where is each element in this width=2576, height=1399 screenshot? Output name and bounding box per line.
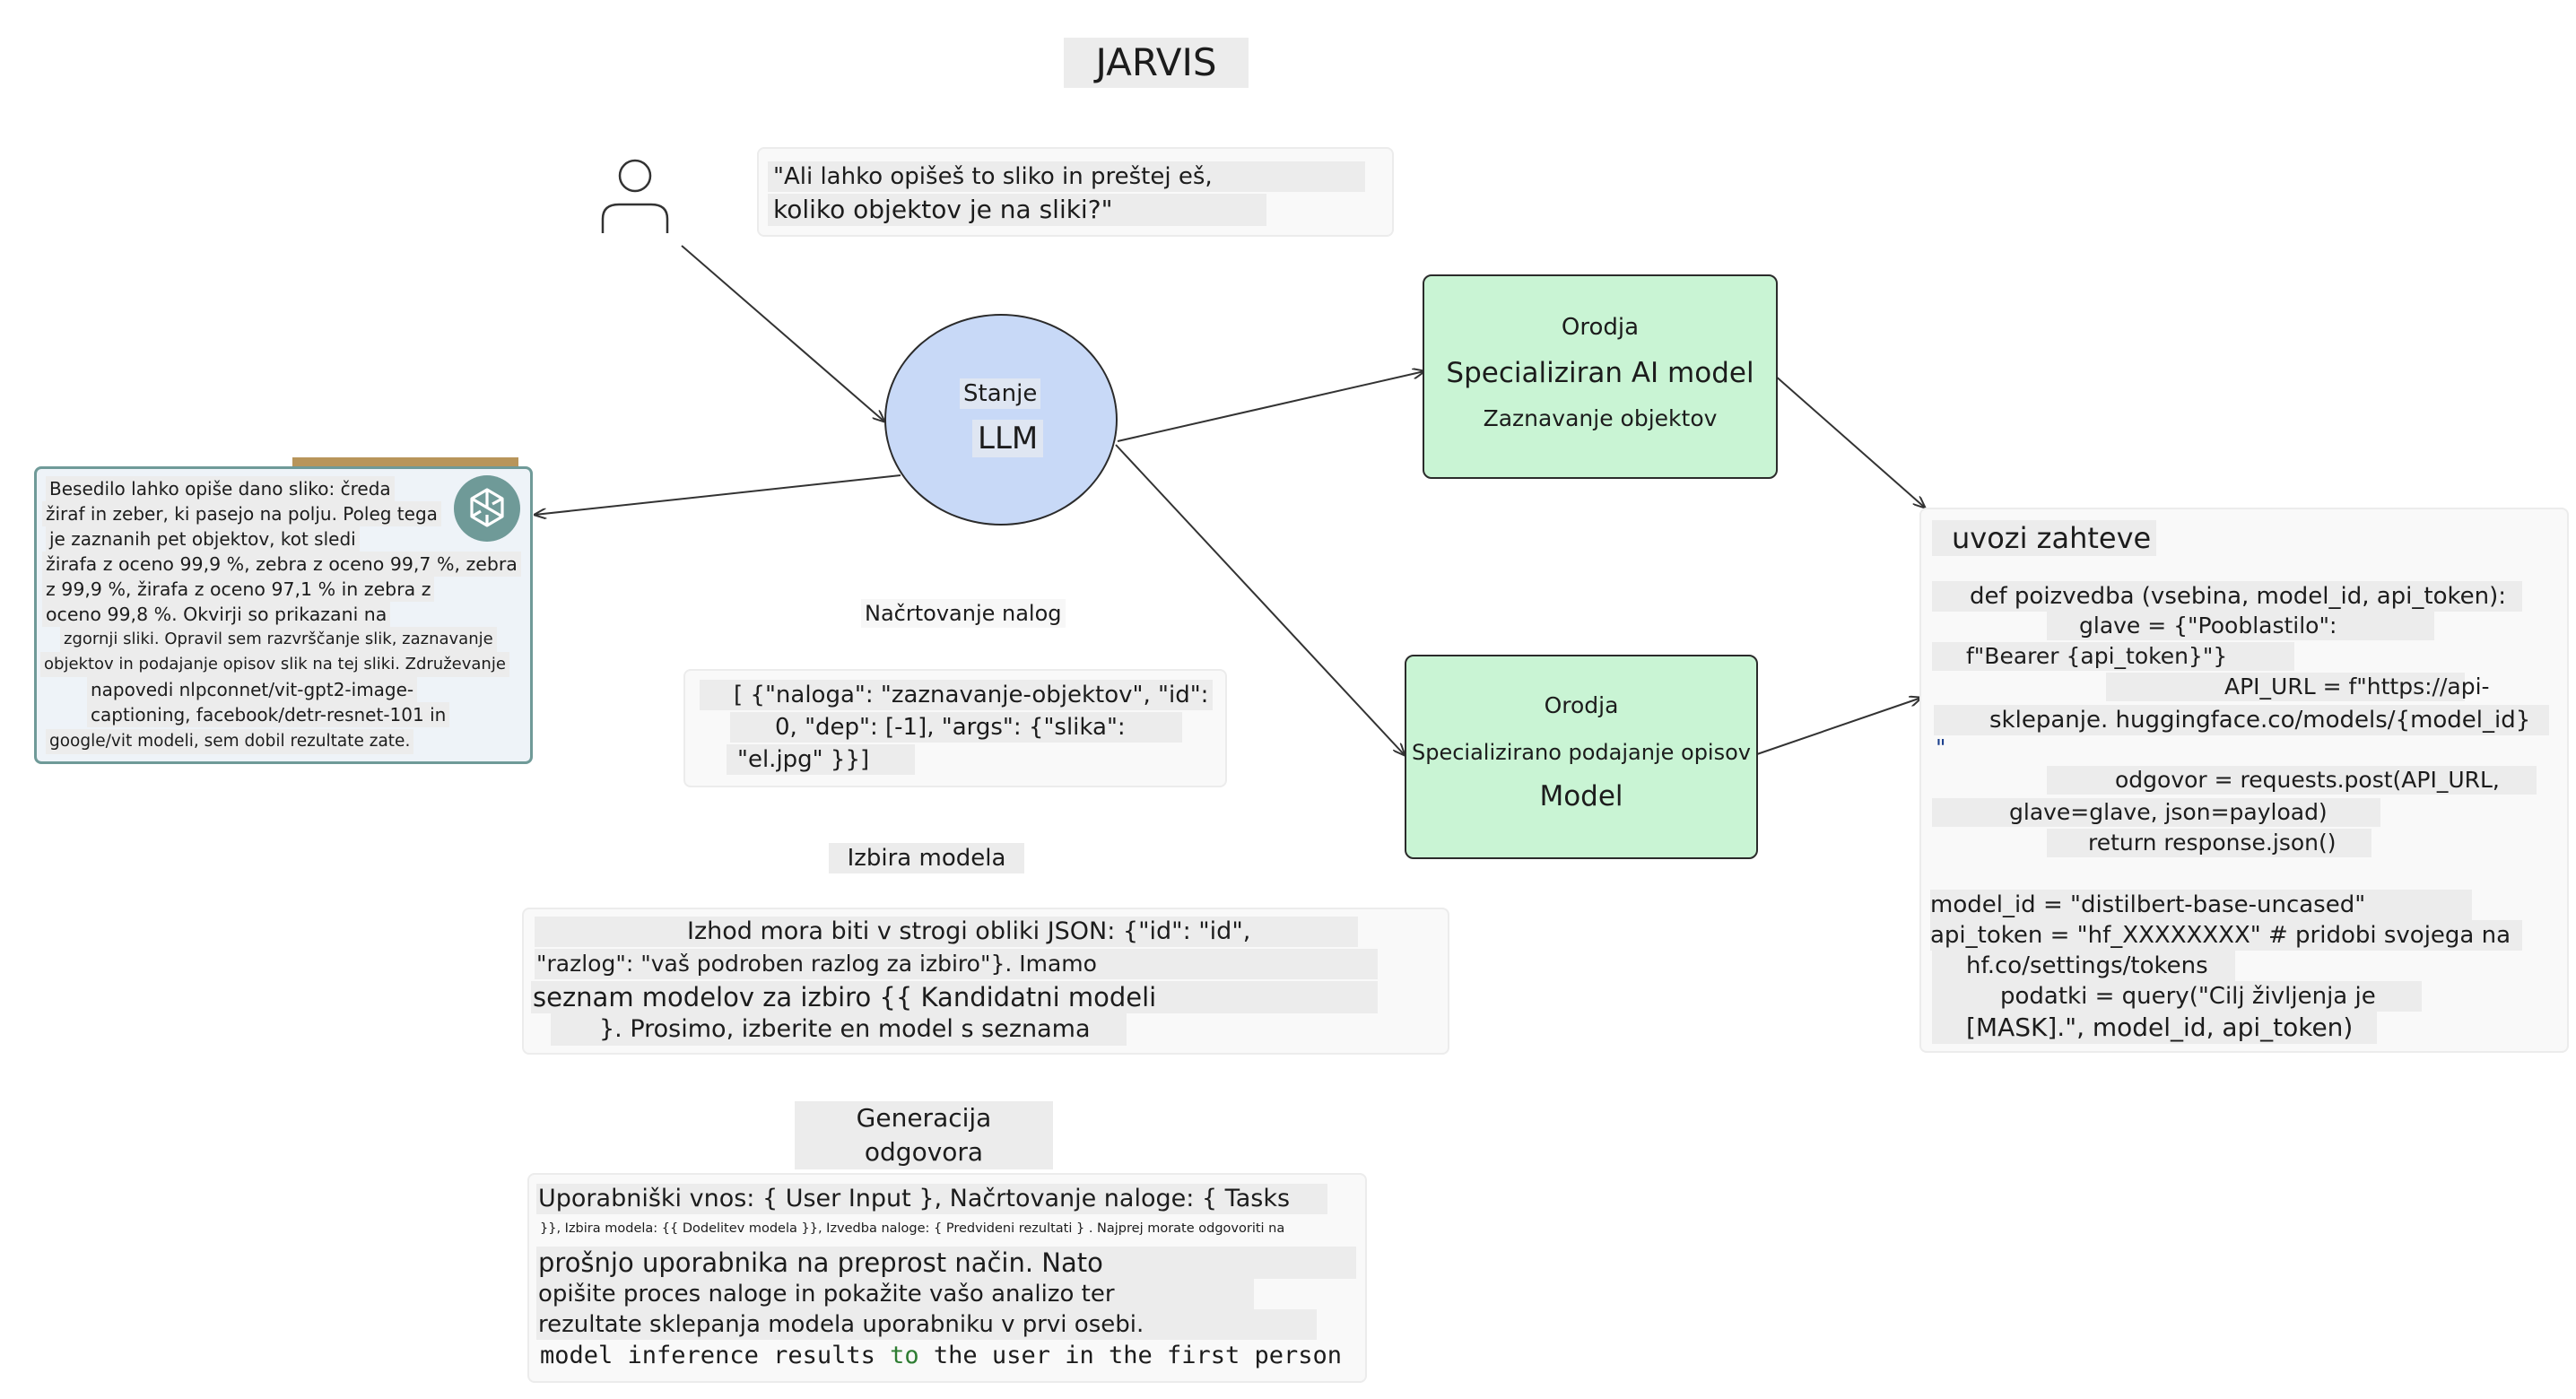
model-line-3: seznam modelov za izbiro {{ Kandidatni m… [531, 981, 1378, 1013]
response-generation-label: Generacija odgovora [795, 1101, 1053, 1169]
tool-image-captioning: Orodja Specializirano podajanje opisov M… [1405, 655, 1758, 859]
image-strip [292, 457, 518, 466]
llm-label-main: LLM [972, 420, 1044, 457]
response-line-8: objektov in podajanje opisov slik na tej… [40, 652, 509, 677]
task-planning-panel: [ {"naloga": "zaznavanje-objektov", "id"… [683, 669, 1227, 787]
user-query-panel: "Ali lahko opišeš to sliko in preštej eš… [757, 147, 1394, 237]
task-code-line-2: 0, "dep": [-1], "args": {"slika": [730, 712, 1182, 743]
code-line-9: return response.json() [2047, 829, 2371, 857]
resgen-line-1: Uporabniški vnos: { User Input }, Načrto… [536, 1184, 1327, 1214]
arrow-llm-to-tool-1 [1117, 371, 1424, 442]
openai-logo-icon [454, 475, 520, 542]
response-line-9: napovedi nlpconnet/vit-gpt2-image- [87, 677, 418, 702]
code-line-14: [MASK].", model_id, api_token) [1932, 1012, 2377, 1044]
response-line-5: z 99,9 %, žirafa z oceno 97,1 % in zebra… [42, 577, 435, 602]
code-line-2: glave = {"Pooblastilo": [2047, 612, 2434, 640]
resgen-line-3: prošnjo uporabnika na preprost način. Na… [536, 1247, 1356, 1279]
code-line-11: api_token = "hf_XXXXXXXX" # pridobi svoj… [1930, 920, 2522, 951]
diagram-title-box [1064, 38, 1249, 88]
resgen-mono-line: model inference results to the user in t… [540, 1340, 1342, 1372]
response-line-7: zgornji sliki. Opravil sem razvrščanje s… [60, 627, 497, 652]
tool-1-label-main: Specializiran AI model [1446, 357, 1754, 389]
resgen-line-2: }}, Izbira modela: {{ Dodelitev modela }… [540, 1221, 1285, 1236]
code-line-12: hf.co/settings/tokens [1932, 951, 2235, 981]
resgen-line-4: opišite proces naloge in pokažite vašo a… [536, 1279, 1254, 1309]
code-line-10: model_id = "distilbert-base-uncased" [1930, 890, 2472, 920]
user-query-line-1: "Ali lahko opišeš to sliko in preštej eš… [768, 161, 1365, 192]
code-line-7: odgovor = requests.post(API_URL, [2047, 766, 2537, 795]
resgen-mono-b: the user in the first person [918, 1342, 1343, 1369]
response-line-11: google/vit modeli, sem dobil rezultate z… [46, 729, 414, 754]
diagram-title: JARVIS [1095, 40, 1217, 84]
resgen-mono-keyword: to [890, 1342, 919, 1369]
tool-1-label-bottom: Zaznavanje objektov [1483, 405, 1718, 431]
arrow-tool-2-to-code [1754, 698, 1921, 756]
code-line-13: podatki = query("Cilj življenja je [1932, 981, 2422, 1012]
response-generation-panel: Uporabniški vnos: { User Input }, Načrto… [527, 1173, 1367, 1383]
model-selection-label: Izbira modela [829, 843, 1024, 873]
code-header: uvozi zahteve [1932, 520, 2156, 556]
arrow-llm-to-tool-2 [1115, 444, 1405, 755]
code-line-5: sklepanje. huggingface.co/models/{model_… [1934, 705, 2549, 735]
code-line-6: " [1936, 734, 1946, 760]
resgen-line-5: rezultate sklepanja modela uporabniku v … [536, 1309, 1317, 1340]
task-code-line-3: "el.jpg" }}] [727, 744, 915, 775]
tool-1-label-top: Orodja [1561, 314, 1640, 341]
task-code-line-1: [ {"naloga": "zaznavanje-objektov", "id"… [700, 680, 1213, 710]
response-line-4: žirafa z oceno 99,9 %, zebra z oceno 99,… [42, 552, 521, 577]
response-line-2: žiraf in zeber, ki pasejo na polju. Pole… [42, 501, 441, 526]
tool-object-detection: Orodja Specializiran AI model Zaznavanje… [1423, 274, 1778, 479]
response-line-3: je zaznanih pet objektov, kot sledi [46, 526, 360, 552]
model-line-2: "razlog": "vaš podroben razlog za izbiro… [535, 949, 1378, 979]
model-line-1: Izhod mora biti v strogi obliki JSON: {"… [535, 917, 1358, 947]
tool-2-label-top: Orodja [1544, 692, 1619, 718]
code-line-3: f"Bearer {api_token}"} [1932, 642, 2294, 671]
code-line-1: def poizvedba (vsebina, model_id, api_to… [1932, 581, 2522, 612]
arrow-llm-to-response [535, 474, 901, 515]
user-icon [601, 159, 669, 233]
model-selection-panel: Izhod mora biti v strogi obliki JSON: {"… [522, 908, 1449, 1055]
arrow-user-to-llm [681, 245, 884, 421]
response-line-1: Besedilo lahko opiše dano sliko: čreda [46, 476, 395, 501]
code-line-4: API_URL = f"https://api- [2106, 673, 2490, 701]
arrow-tool-1-to-code [1773, 374, 1925, 508]
user-query-line-2: koliko objektov je na sliki?" [768, 194, 1266, 226]
response-line-10: captioning, facebook/detr-resnet-101 in [87, 702, 450, 727]
llm-label-top: Stanje [960, 378, 1041, 409]
resgen-mono-a: model inference results [540, 1342, 891, 1369]
response-line-6: oceno 99,8 %. Okvirji so prikazani na [42, 602, 391, 627]
task-planning-label: Načrtovanje nalog [861, 599, 1066, 628]
code-line-8: glave=glave, json=payload) [1932, 798, 2380, 827]
tool-2-label-mid: Specializirano podajanje opisov [1412, 740, 1751, 765]
code-panel: uvozi zahteve def poizvedba (vsebina, mo… [1919, 508, 2569, 1053]
llm-node: Stanje LLM [884, 314, 1118, 526]
final-response-card: Besedilo lahko opiše dano sliko: čreda ž… [34, 466, 533, 764]
model-line-4: }. Prosimo, izberite en model s seznama [551, 1013, 1127, 1046]
tool-2-label-main: Model [1539, 780, 1623, 812]
